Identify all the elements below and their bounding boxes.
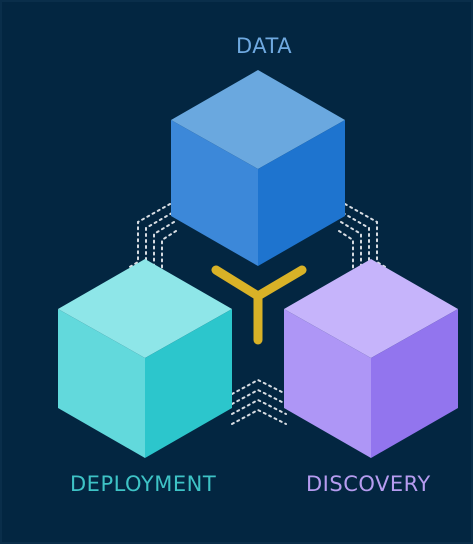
dotted-link-deployment-discovery <box>231 398 287 415</box>
deployment-cube-icon <box>58 259 232 458</box>
discovery-cube-top-face <box>284 259 458 358</box>
dotted-link-data-deployment <box>127 203 171 269</box>
data-label: DATA <box>236 34 293 58</box>
discovery-cube-left-face <box>284 309 371 458</box>
data-cube-left-face <box>171 120 258 266</box>
deployment-label: DEPLOYMENT <box>70 472 217 496</box>
dotted-link-deployment-discovery <box>231 388 287 405</box>
dotted-link-deployment-discovery <box>231 378 287 395</box>
deployment-cube-top-face <box>58 259 232 358</box>
data-cube-top-face <box>171 70 345 169</box>
deployment-cube-left-face <box>58 309 145 458</box>
discovery-cube-right-face <box>371 309 458 458</box>
data-cube-icon <box>171 70 345 266</box>
y-junction-icon <box>211 265 307 345</box>
discovery-cube-icon <box>284 259 458 458</box>
deployment-cube-right-face <box>145 309 232 458</box>
dotted-link-data-discovery <box>344 203 388 269</box>
data-cube-right-face <box>258 120 345 266</box>
discovery-label: DISCOVERY <box>306 472 431 496</box>
dotted-link-deployment-discovery <box>231 408 287 425</box>
